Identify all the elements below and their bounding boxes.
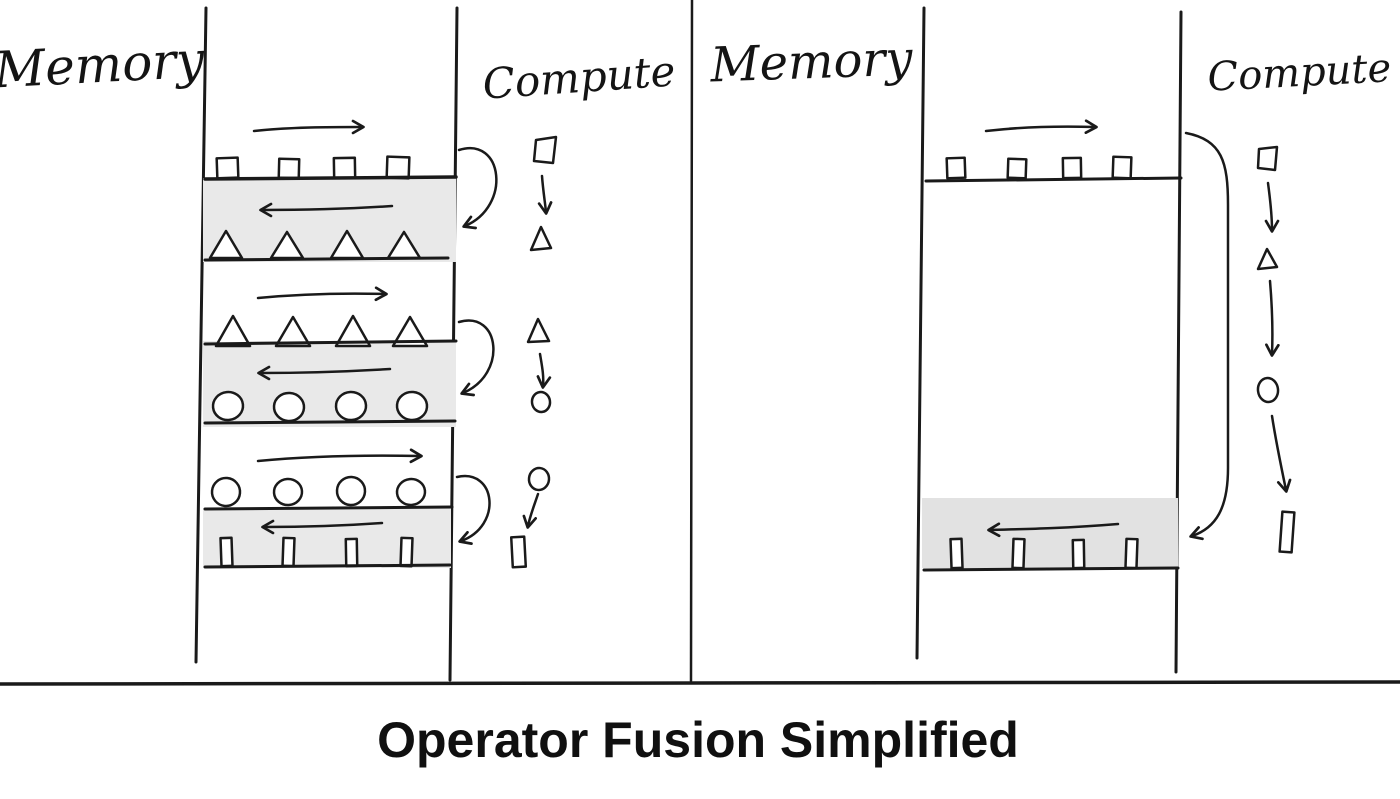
left-stage-1	[203, 119, 558, 262]
transform-arrow	[1270, 414, 1292, 493]
stage3-band-top-line	[203, 505, 454, 511]
stage2-input-triangles-row	[214, 314, 429, 348]
bar-shape	[219, 536, 234, 568]
right-memory-wall-right	[1174, 10, 1183, 674]
stage2-write-arrow	[257, 365, 392, 381]
circle-shape	[210, 476, 242, 508]
bar-icon	[1278, 510, 1296, 554]
stage1-band-top-line	[203, 175, 458, 181]
panel-divider	[689, 0, 694, 683]
footer-divider-line	[0, 680, 1400, 686]
stage1-read-arrow	[252, 119, 365, 135]
square-shape	[385, 155, 411, 180]
square-shape	[277, 157, 301, 180]
right-memory-wall-left	[915, 6, 926, 660]
stage1-memory-band	[203, 178, 456, 262]
stage3-compute-op	[509, 466, 551, 569]
bar-shape	[1124, 537, 1139, 570]
triangle-shape	[391, 315, 429, 348]
square-shape	[1111, 155, 1133, 180]
triangle-icon	[526, 317, 551, 344]
triangle-icon	[1256, 247, 1279, 271]
transform-arrow	[1264, 181, 1280, 233]
stage2-band-top-line	[203, 339, 458, 346]
bar-shape	[949, 537, 964, 570]
right-compute-label: Compute	[1206, 45, 1392, 101]
square-shape	[215, 156, 240, 180]
right-panel: Memory Compute	[709, 6, 1392, 674]
stage2-output-circles-row	[211, 390, 429, 423]
bar-shape	[399, 536, 414, 568]
stage3-memory-band	[203, 508, 451, 568]
left-memory-wall-left	[194, 6, 208, 664]
fused-roundtrip-arrow	[1184, 131, 1230, 541]
triangle-icon	[529, 225, 553, 252]
circle-shape	[395, 477, 427, 507]
stage2-band-bottom-line	[203, 419, 457, 425]
triangle-shape	[208, 229, 244, 260]
circle-shape	[272, 477, 304, 507]
fused-bottom-line	[922, 566, 1180, 572]
stage1-output-triangles-row	[208, 229, 422, 260]
stage2-compute-op	[526, 317, 552, 414]
circle-icon	[527, 466, 551, 492]
square-shape	[1061, 156, 1083, 180]
transform-arrow	[537, 174, 553, 215]
stage1-compute-op	[529, 135, 558, 252]
stage3-output-bars-row	[219, 536, 414, 568]
stage2-roundtrip-arrow	[457, 319, 495, 397]
bar-shape	[344, 537, 359, 568]
triangle-shape	[214, 314, 252, 348]
left-stage-3	[203, 448, 551, 569]
right-memory-label: Memory	[709, 30, 915, 93]
stage1-roundtrip-arrow	[457, 146, 498, 230]
left-stage-2	[203, 286, 552, 427]
transform-arrow	[1265, 279, 1280, 357]
stage1-write-arrow	[259, 202, 394, 218]
left-compute-label: Compute	[481, 46, 677, 108]
circle-shape	[211, 390, 245, 422]
bar-shape	[1011, 537, 1026, 570]
triangle-shape	[334, 314, 372, 348]
stage1-input-squares-row	[215, 155, 411, 180]
diagram-title: Operator Fusion Simplified	[377, 712, 1019, 768]
fused-input-squares-row	[945, 155, 1133, 180]
stage3-read-arrow	[256, 448, 423, 464]
fused-output-bars-row	[949, 537, 1139, 570]
transform-arrow	[522, 492, 540, 529]
square-shape	[332, 156, 357, 180]
transform-arrow	[536, 352, 552, 389]
square-shape	[1006, 157, 1028, 180]
stage1-band-bottom-line	[203, 256, 450, 262]
fused-read-arrow	[984, 119, 1098, 135]
circle-icon	[530, 390, 552, 414]
triangle-shape	[274, 315, 312, 348]
circle-shape	[335, 475, 367, 507]
circle-shape	[334, 390, 368, 422]
right-fused-stage	[922, 119, 1296, 572]
stage2-read-arrow	[256, 286, 388, 302]
square-icon	[1256, 145, 1279, 172]
fused-top-line	[924, 176, 1183, 183]
left-memory-label: Memory	[0, 31, 206, 100]
fused-write-arrow	[987, 522, 1120, 538]
circle-shape	[272, 391, 306, 423]
fused-compute-chain	[1256, 145, 1296, 554]
stage3-input-circles-row	[210, 475, 427, 508]
square-icon	[532, 135, 558, 165]
stage3-write-arrow	[261, 519, 384, 535]
circle-shape	[395, 390, 429, 422]
bar-icon	[509, 535, 528, 569]
circle-icon	[1256, 376, 1280, 404]
bar-shape	[1071, 538, 1086, 570]
square-shape	[945, 156, 967, 180]
left-panel: Memory Compute	[0, 6, 677, 682]
stage3-band-bottom-line	[203, 563, 452, 569]
stage3-roundtrip-arrow	[455, 474, 491, 545]
bar-shape	[281, 536, 296, 568]
